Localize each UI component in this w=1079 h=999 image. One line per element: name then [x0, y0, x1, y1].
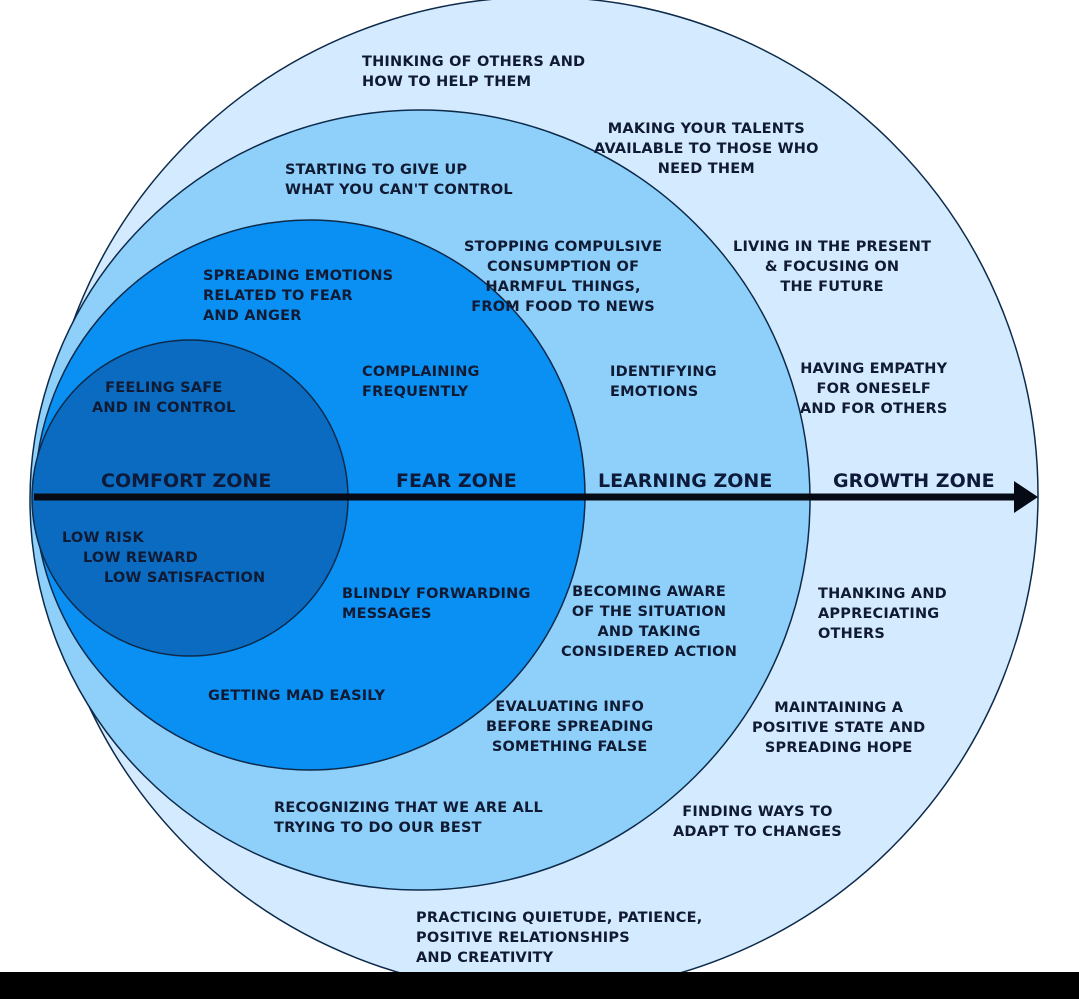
practicing-text: PRACTICING QUIETUDE, PATIENCE, POSITIVE … [416, 910, 703, 966]
making-talents-text: MAKING YOUR TALENTS AVAILABLE TO THOSE W… [594, 121, 819, 177]
stopping-compulsive-text: STOPPING COMPULSIVE CONSUMPTION OF HARMF… [464, 239, 663, 315]
learning-zone-label: LEARNING ZONE [598, 470, 773, 492]
spreading-emotions-text: SPREADING EMOTIONS RELATED TO FEAR AND A… [203, 268, 394, 324]
maintaining-text: MAINTAINING A POSITIVE STATE AND SPREADI… [752, 700, 926, 756]
complaining-text: COMPLAINING FREQUENTLY [362, 364, 480, 400]
becoming-aware-text: BECOMING AWARE OF THE SITUATION AND TAKI… [561, 584, 738, 660]
getting-mad-text: GETTING MAD EASILY [208, 688, 386, 704]
comfort-zone-label: COMFORT ZONE [101, 470, 272, 492]
feeling-safe-text: FEELING SAFE AND IN CONTROL [92, 380, 236, 416]
thanking-text: THANKING AND APPRECIATING OTHERS [818, 586, 947, 642]
having-empathy-text: HAVING EMPATHY FOR ONESELF AND FOR OTHER… [800, 361, 948, 417]
living-present-text: LIVING IN THE PRESENT & FOCUSING ON THE … [733, 239, 932, 295]
fear-zone-label: FEAR ZONE [396, 470, 517, 492]
starting-to-give-up-text: STARTING TO GIVE UP WHAT YOU CAN'T CONTR… [285, 162, 513, 198]
growth-zone-label: GROWTH ZONE [833, 470, 995, 492]
recognizing-text: RECOGNIZING THAT WE ARE ALL TRYING TO DO… [274, 800, 543, 836]
blindly-forwarding-text: BLINDLY FORWARDING MESSAGES [342, 586, 531, 622]
thinking-of-others-text: THINKING OF OTHERS AND HOW TO HELP THEM [362, 54, 586, 90]
bottom-black-bar [0, 972, 1079, 999]
evaluating-info-text: EVALUATING INFO BEFORE SPREADING SOMETHI… [486, 699, 654, 755]
low-risk-text: LOW RISK LOW REWARD LOW SATISFACTION [62, 530, 266, 586]
finding-ways-text: FINDING WAYS TO ADAPT TO CHANGES [673, 804, 842, 840]
identifying-emotions-text: IDENTIFYING EMOTIONS [610, 364, 717, 400]
arrow-head [1014, 481, 1038, 513]
